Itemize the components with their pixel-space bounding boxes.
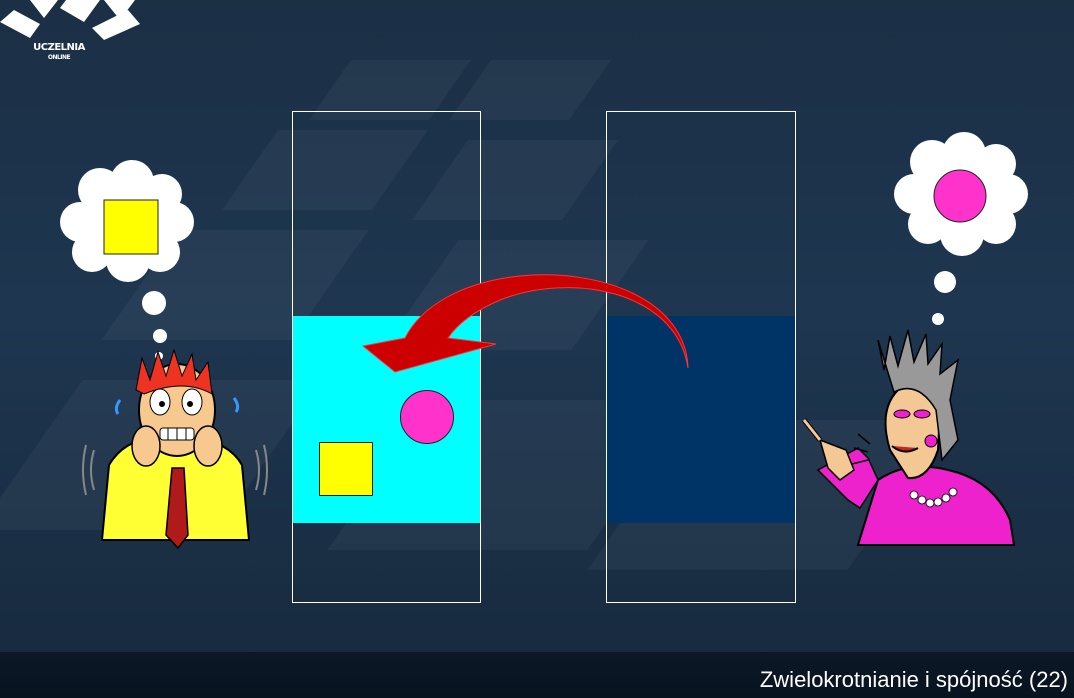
thought-bubble-icon (896, 132, 1036, 332)
thought-square-shape (104, 200, 158, 254)
thought-bubble-icon (62, 160, 202, 360)
frightened-man-icon (84, 350, 274, 550)
pointing-woman-icon (818, 330, 1018, 550)
thought-circle-shape (934, 170, 986, 222)
slide-caption: Zwielokrotnianie i spójność (22) (760, 667, 1068, 693)
